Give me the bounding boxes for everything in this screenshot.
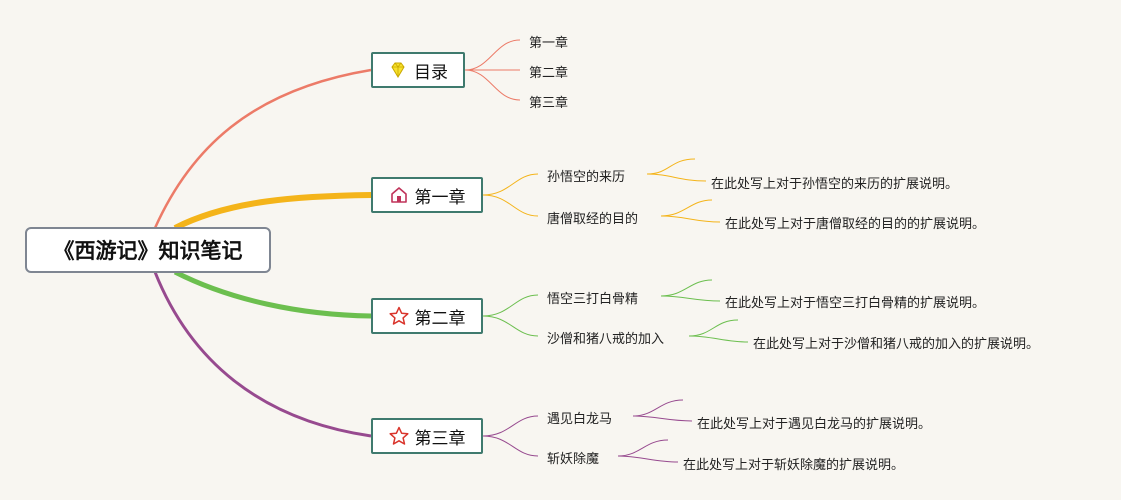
branch-chapter-1-label: 第一章	[414, 187, 466, 208]
toc-item[interactable]: 第一章	[529, 36, 569, 51]
branch-toc-label: 目录	[414, 62, 448, 83]
subtopic[interactable]: 悟空三打白骨精	[547, 292, 639, 307]
detail-note[interactable]: 在此处写上对于悟空三打白骨精的扩展说明。	[725, 296, 986, 311]
toc-item[interactable]: 第三章	[529, 96, 569, 111]
branch-toc[interactable]: 目录	[371, 52, 465, 88]
subtopic[interactable]: 沙僧和猪八戒的加入	[547, 332, 665, 347]
subtopic[interactable]: 斩妖除魔	[547, 452, 600, 467]
branch-chapter-2-label: 第二章	[414, 308, 466, 329]
branch-chapter-3[interactable]: 第三章	[371, 418, 483, 454]
detail-note[interactable]: 在此处写上对于斩妖除魔的扩展说明。	[683, 458, 905, 473]
star-icon	[388, 426, 409, 446]
subtopic[interactable]: 唐僧取经的目的	[547, 212, 639, 227]
branch-chapter-3-label: 第三章	[414, 428, 466, 449]
detail-note[interactable]: 在此处写上对于沙僧和猪八戒的加入的扩展说明。	[753, 337, 1040, 352]
detail-note[interactable]: 在此处写上对于唐僧取经的目的的扩展说明。	[725, 217, 986, 232]
home-icon	[389, 185, 409, 205]
branch-chapter-2[interactable]: 第二章	[371, 298, 483, 334]
detail-note[interactable]: 在此处写上对于遇见白龙马的扩展说明。	[697, 417, 932, 432]
detail-note[interactable]: 在此处写上对于孙悟空的来历的扩展说明。	[711, 177, 959, 192]
diamond-icon	[388, 60, 408, 80]
root-topic-label: 《西游记》知识笔记	[53, 239, 243, 263]
toc-item[interactable]: 第二章	[529, 66, 569, 81]
root-topic[interactable]: 《西游记》知识笔记	[25, 227, 271, 273]
subtopic[interactable]: 孙悟空的来历	[547, 170, 626, 185]
subtopic[interactable]: 遇见白龙马	[547, 412, 613, 427]
branch-chapter-1[interactable]: 第一章	[371, 177, 483, 213]
star-icon	[388, 306, 409, 326]
